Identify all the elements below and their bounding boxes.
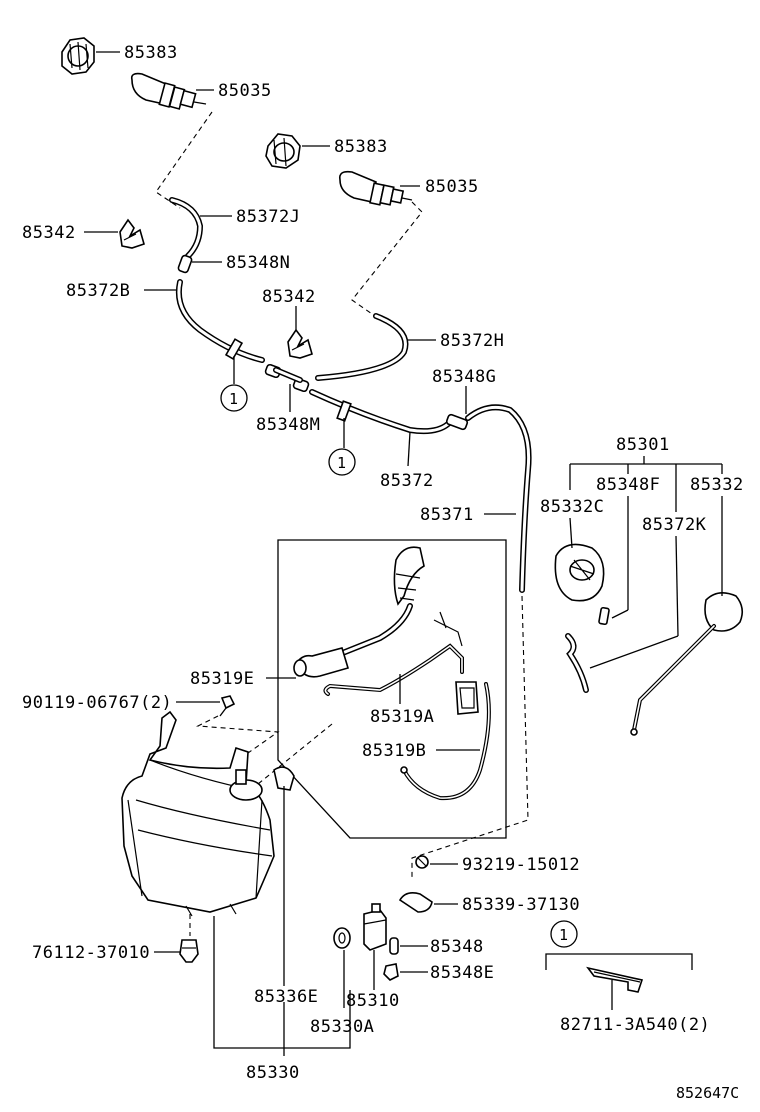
washer-tank — [121, 710, 295, 917]
hose-85372K — [565, 633, 589, 693]
hose-85371 — [465, 404, 532, 593]
figure-code: 852647C — [676, 1084, 739, 1102]
grommet-85330A — [333, 927, 351, 949]
screw-93219 — [415, 855, 429, 869]
label-85372K: 85372K — [642, 515, 707, 535]
svg-text:1: 1 — [337, 454, 346, 472]
label-85319B: 85319B — [362, 741, 426, 761]
joint-85348F — [598, 606, 610, 626]
label-85348F: 85348F — [596, 475, 660, 495]
label-76112: 76112-37010 — [32, 943, 150, 963]
label-85339: 85339-37130 — [462, 895, 580, 915]
hose-85372B — [176, 279, 265, 363]
clip-82711 — [586, 966, 644, 993]
bolt-90119 — [219, 695, 236, 717]
label-90119: 90119-06767(2) — [22, 693, 172, 713]
nut-85383-top — [61, 37, 95, 75]
label-85372B: 85372B — [66, 281, 130, 301]
joint-85348M — [264, 363, 310, 393]
label-85332C: 85332C — [540, 497, 604, 517]
filler-neck-85319E — [293, 546, 425, 678]
label-85332: 85332 — [690, 475, 744, 495]
label-85372: 85372 — [380, 471, 434, 491]
label-85301: 85301 — [616, 435, 670, 455]
ref-callout-1b: 1 — [328, 448, 356, 476]
plug-76112 — [179, 939, 199, 963]
hose-85372H — [315, 313, 409, 381]
pump-85310 — [363, 903, 387, 951]
cap-85332C — [554, 543, 605, 602]
label-85035-top: 85035 — [218, 81, 272, 101]
hose-85372J — [169, 197, 204, 259]
joint-85348 — [389, 937, 399, 955]
label-85330A: 85330A — [310, 1017, 374, 1037]
label-85372H: 85372H — [440, 331, 504, 351]
bracket-85319A — [323, 611, 464, 696]
clip-85342-left — [119, 218, 145, 249]
label-82711: 82711-3A540(2) — [560, 1015, 710, 1035]
label-85348E: 85348E — [430, 963, 494, 983]
label-85319A: 85319A — [370, 707, 434, 727]
joint-85348G — [445, 413, 469, 431]
joint-85348N — [177, 254, 193, 274]
hose-85372 — [309, 389, 451, 435]
inset-frame — [277, 539, 507, 839]
joint-85348E — [383, 963, 399, 981]
clip-85342-mid — [287, 328, 313, 359]
label-85383-top: 85383 — [124, 43, 178, 63]
nozzle-85035-top — [130, 72, 207, 110]
nut-85383-mid — [265, 133, 301, 169]
label-85336E: 85336E — [254, 987, 318, 1007]
clamp-85339 — [398, 892, 433, 913]
label-85372J: 85372J — [236, 207, 300, 227]
hose-85319B — [400, 681, 491, 801]
ref-callout-1c: 1 — [550, 920, 578, 948]
label-85310: 85310 — [346, 991, 400, 1011]
label-85348G: 85348G — [432, 367, 496, 387]
svg-text:1: 1 — [229, 390, 238, 408]
svg-text:1: 1 — [559, 926, 568, 944]
label-85342-left: 85342 — [22, 223, 76, 243]
label-85319E: 85319E — [190, 669, 254, 689]
label-85383-mid: 85383 — [334, 137, 388, 157]
label-85348M: 85348M — [256, 415, 320, 435]
nozzle-85035-mid — [338, 170, 413, 206]
label-85342-mid: 85342 — [262, 287, 316, 307]
label-85035-mid: 85035 — [425, 177, 479, 197]
label-85348N: 85348N — [226, 253, 290, 273]
label-93219: 93219-15012 — [462, 855, 580, 875]
nozzle-85332 — [630, 592, 744, 736]
label-85348: 85348 — [430, 937, 484, 957]
ref-callout-1a: 1 — [220, 384, 248, 412]
label-85330: 85330 — [246, 1063, 300, 1083]
label-85371: 85371 — [420, 505, 474, 525]
